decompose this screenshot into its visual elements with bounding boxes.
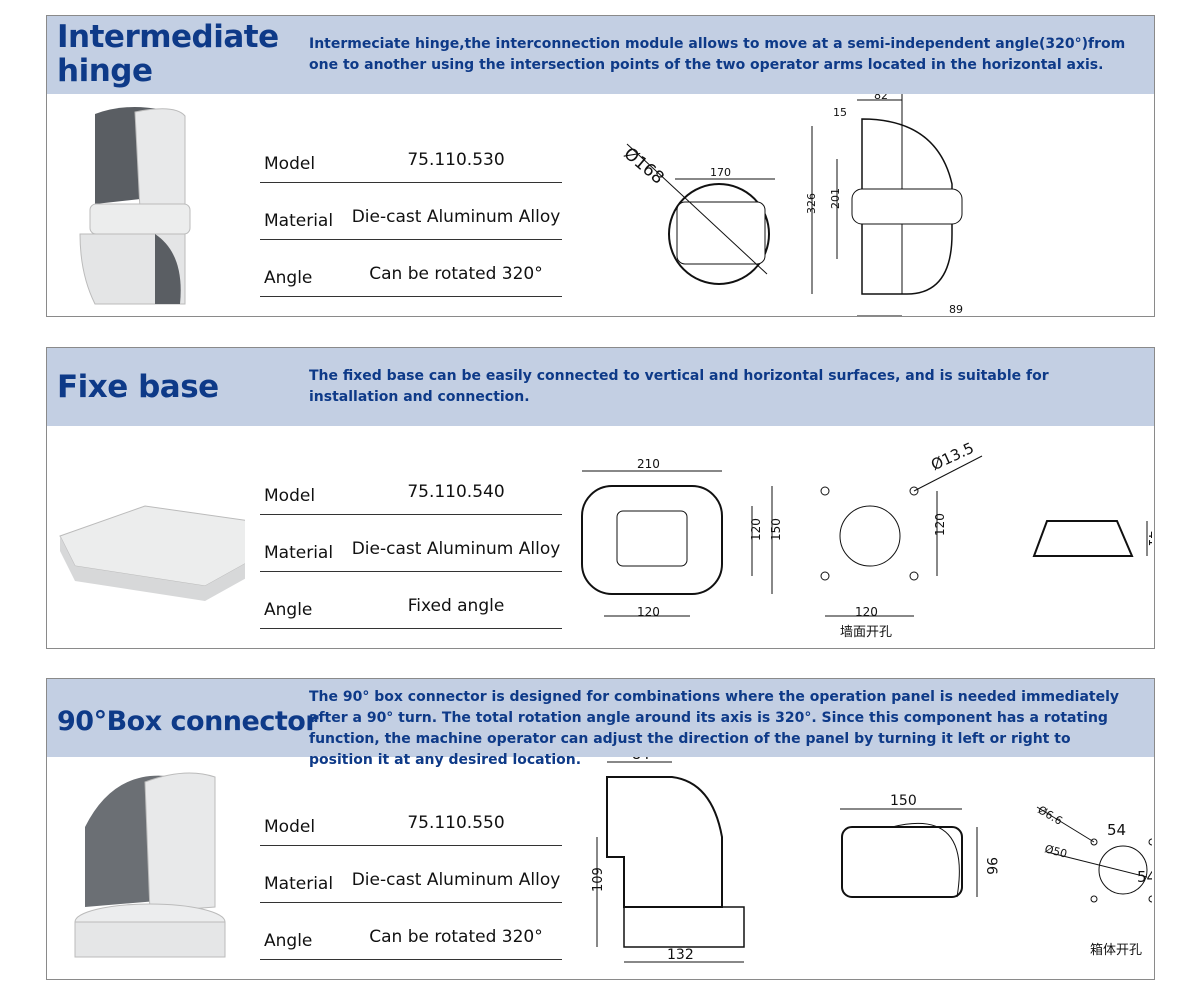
section-title: Fixe base xyxy=(57,369,219,405)
svg-text:120: 120 xyxy=(855,605,878,619)
section-header: 90°Box connector The 90° box connector i… xyxy=(47,679,1154,768)
section-90-box-connector: 90°Box connector The 90° box connector i… xyxy=(46,678,1155,980)
svg-text:54: 54 xyxy=(1107,821,1126,839)
spec-label: Model xyxy=(264,817,316,837)
svg-text:89: 89 xyxy=(949,303,963,316)
spec-table: Model 75.110.550 Material Die-cast Aluminu… xyxy=(260,789,562,960)
spec-label: Material xyxy=(264,211,334,231)
spec-table: Model 75.110.530 Material Die-cast Aluminu… xyxy=(260,126,562,297)
spec-label: Angle xyxy=(264,931,313,951)
svg-text:Ø13.5: Ø13.5 xyxy=(928,439,977,474)
spec-row-model: Model 75.110.540 xyxy=(260,458,562,515)
technical-drawings: 210 120 120 150 Ø13.5 120 120 墙面开孔 41 xyxy=(581,439,1152,640)
section-description: The fixed base can be easily connected t… xyxy=(309,368,1049,405)
spec-value: Can be rotated 320° xyxy=(369,264,543,284)
spec-value: 75.110.540 xyxy=(407,482,505,502)
section-header: Fixe base The fixed base can be easily c… xyxy=(47,348,1154,426)
spec-value: 75.110.550 xyxy=(407,813,505,833)
svg-text:120: 120 xyxy=(637,605,660,619)
svg-text:150: 150 xyxy=(890,793,917,809)
svg-text:201: 201 xyxy=(829,188,842,209)
svg-text:120: 120 xyxy=(933,513,947,536)
spec-label: Model xyxy=(264,486,316,506)
spec-label: Model xyxy=(264,154,316,174)
svg-text:120: 120 xyxy=(749,518,763,541)
svg-text:箱体开孔: 箱体开孔 xyxy=(1090,942,1142,958)
spec-value: Fixed angle xyxy=(407,596,505,616)
svg-text:150: 150 xyxy=(769,518,783,541)
svg-text:41: 41 xyxy=(1146,531,1152,546)
section-description: Intermeciate hinge,the interconnection m… xyxy=(309,36,1126,73)
spec-row-angle: Angle Can be rotated 320° xyxy=(260,240,562,297)
technical-drawings: 84 132 109 150 96 Ø6.6 Ø50 54 54 箱体开孔 xyxy=(591,757,1152,963)
svg-text:210: 210 xyxy=(637,457,660,471)
svg-text:Ø6.6: Ø6.6 xyxy=(1036,803,1065,827)
spec-row-model: Model 75.110.550 xyxy=(260,789,562,846)
svg-text:Ø168: Ø168 xyxy=(620,144,668,189)
spec-row-angle: Angle Fixed angle xyxy=(260,572,562,629)
spec-row-material: Material Die-cast Aluminum Alloy xyxy=(260,183,562,240)
intermediate-hinge-photo xyxy=(79,106,191,305)
svg-text:96: 96 xyxy=(983,857,999,875)
svg-text:109: 109 xyxy=(591,867,606,892)
spec-value: Die-cast Aluminum Alloy xyxy=(351,539,561,559)
section-title: 90°Box connector xyxy=(57,706,319,737)
spec-value: Die-cast Aluminum Alloy xyxy=(351,207,561,227)
svg-text:54: 54 xyxy=(1137,868,1152,886)
spec-label: Angle xyxy=(264,268,313,288)
spec-label: Material xyxy=(264,543,334,563)
spec-label: Material xyxy=(264,874,334,894)
svg-text:墙面开孔: 墙面开孔 xyxy=(840,625,892,640)
svg-text:15: 15 xyxy=(833,106,847,119)
spec-table: Model 75.110.540 Material Die-cast Aluminu… xyxy=(260,458,562,629)
svg-text:Ø50: Ø50 xyxy=(1043,842,1068,860)
spec-value: Can be rotated 320° xyxy=(369,927,543,947)
spec-value: Die-cast Aluminum Alloy xyxy=(351,870,561,890)
spec-row-angle: Angle Can be rotated 320° xyxy=(260,903,562,960)
svg-text:170: 170 xyxy=(710,166,731,179)
spec-label: Angle xyxy=(264,600,313,620)
svg-text:82: 82 xyxy=(874,94,888,102)
box-connector-photo xyxy=(74,772,226,958)
spec-row-model: Model 75.110.530 xyxy=(260,126,562,183)
spec-row-material: Material Die-cast Aluminum Alloy xyxy=(260,515,562,572)
spec-value: 75.110.530 xyxy=(407,150,505,170)
svg-text:132: 132 xyxy=(667,947,694,963)
fixed-base-photo xyxy=(59,505,245,601)
section-fixed-base: Fixe base The fixed base can be easily c… xyxy=(46,347,1155,649)
svg-text:326: 326 xyxy=(805,193,818,214)
svg-text:84: 84 xyxy=(632,757,650,763)
section-description: The 90° box connector is designed for co… xyxy=(309,689,1120,768)
technical-drawings: Ø168 170 326 201 82 15 89 xyxy=(620,94,963,316)
spec-row-material: Material Die-cast Aluminum Alloy xyxy=(260,846,562,903)
